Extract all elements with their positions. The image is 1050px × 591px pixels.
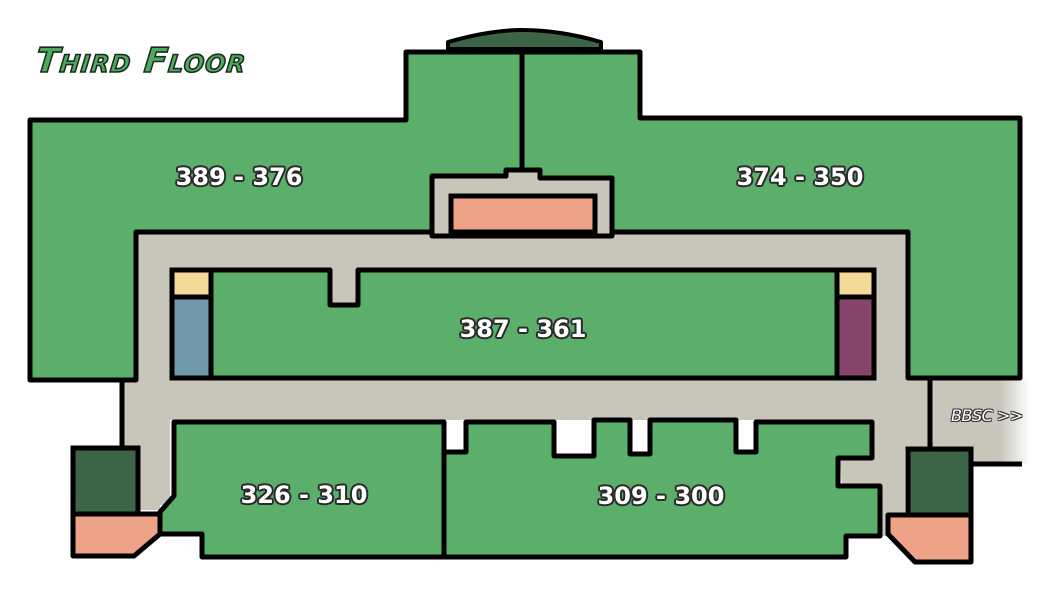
yellow-room-left[interactable] bbox=[169, 267, 214, 300]
floor-title: Third Floor bbox=[33, 40, 249, 82]
purple-room[interactable] bbox=[834, 294, 877, 381]
bbsc-link[interactable]: BBSC >> bbox=[951, 406, 1023, 425]
room-south-east[interactable] bbox=[441, 417, 883, 560]
dome bbox=[446, 28, 603, 51]
room-label-north-east[interactable]: 374 - 350 bbox=[736, 163, 864, 191]
yellow-room-right[interactable] bbox=[834, 267, 877, 300]
restroom-right[interactable] bbox=[885, 512, 974, 565]
stairwell-left[interactable] bbox=[70, 445, 141, 517]
blue-room[interactable] bbox=[169, 294, 214, 381]
stairwell-right[interactable] bbox=[905, 446, 974, 518]
room-label-south-west[interactable]: 326 - 310 bbox=[240, 481, 368, 509]
room-center[interactable] bbox=[169, 267, 877, 381]
room-label-center[interactable]: 387 - 361 bbox=[459, 315, 587, 343]
stair-room[interactable] bbox=[448, 193, 598, 235]
room-label-south-east[interactable]: 309 - 300 bbox=[597, 482, 725, 510]
restroom-left[interactable] bbox=[70, 511, 163, 559]
room-label-north-west[interactable]: 389 - 376 bbox=[175, 163, 303, 191]
